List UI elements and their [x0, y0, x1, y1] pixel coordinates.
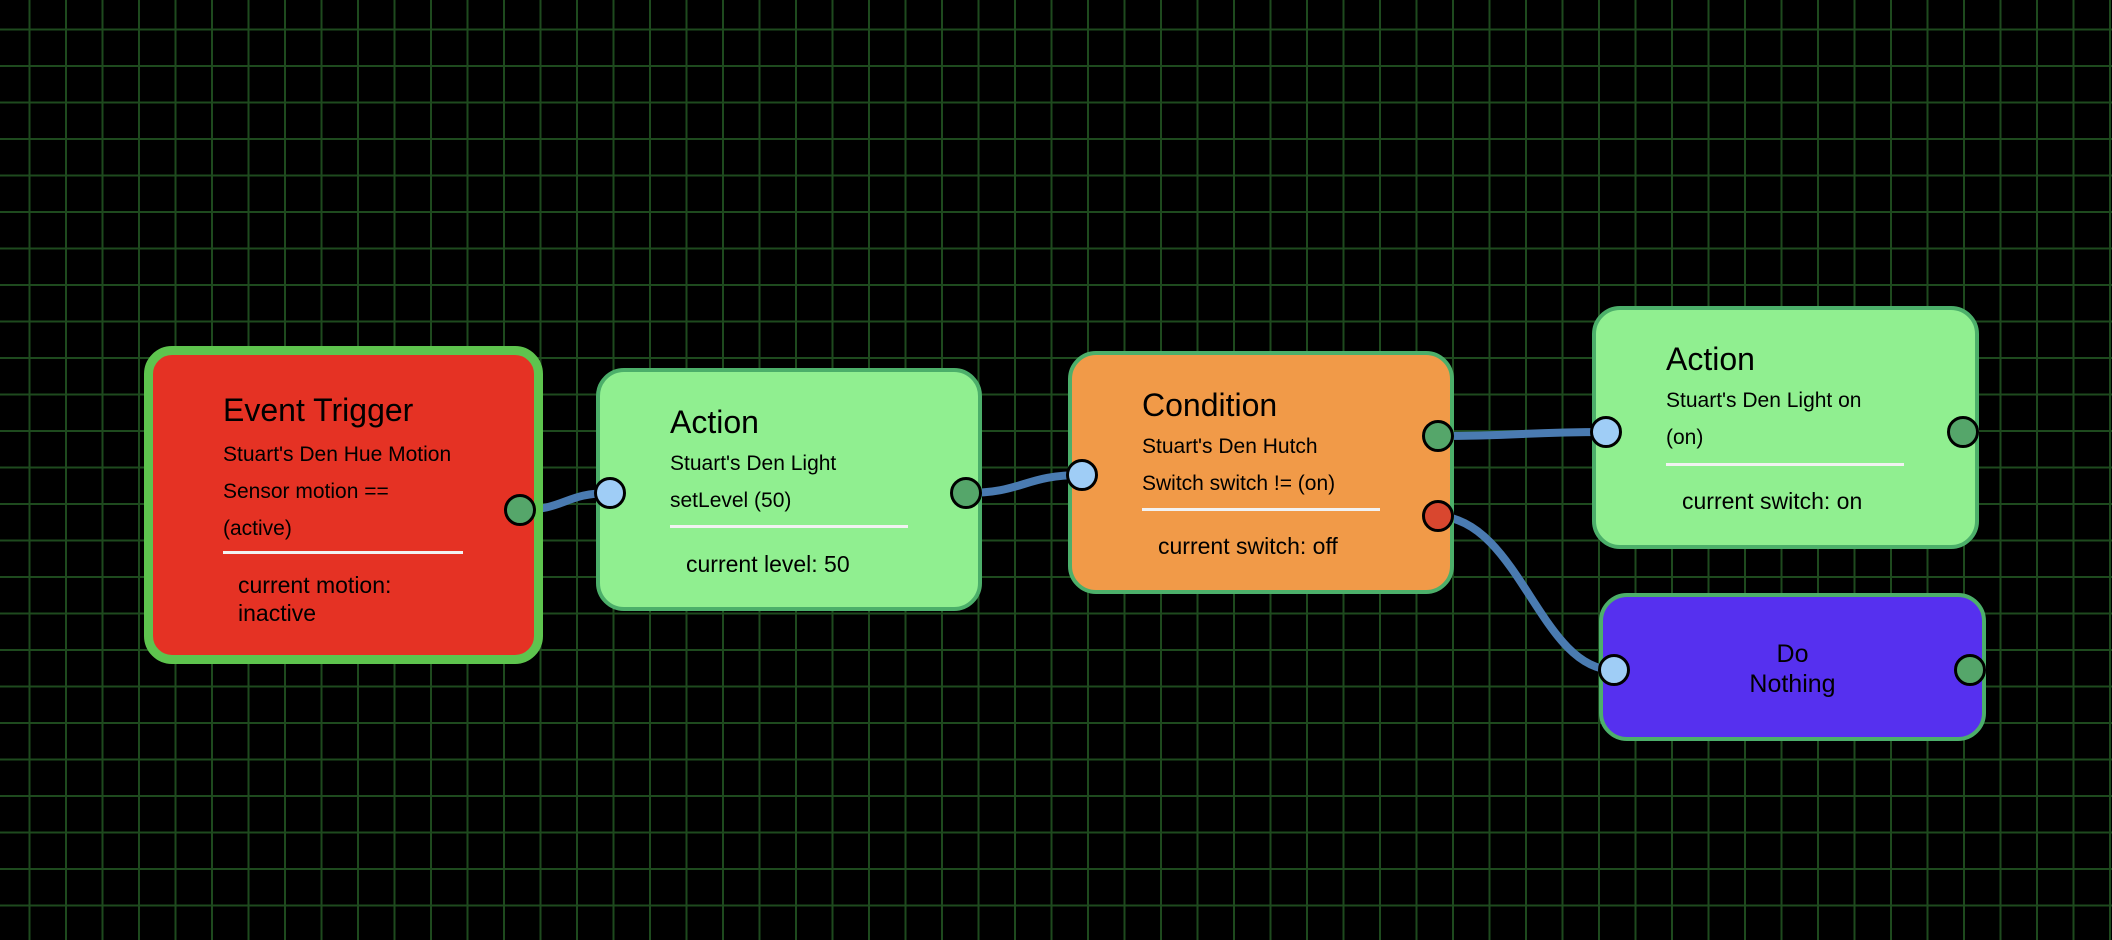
output-port-icon[interactable] [1954, 654, 1986, 686]
wire-condition-false-to-do-nothing[interactable] [1434, 512, 1618, 674]
node-current-value: current motion: inactive [238, 572, 392, 626]
event-trigger-node[interactable]: Event Trigger Stuart's Den Hue Motion Se… [144, 346, 543, 664]
input-port-icon[interactable] [1598, 654, 1630, 686]
node-description: Stuart's Den Hutch Switch switch != (on) [1142, 435, 1336, 495]
node-description: Stuart's Den Light setLevel (50) [670, 452, 837, 512]
true-output-port-icon[interactable] [1422, 420, 1454, 452]
output-port-icon[interactable] [950, 477, 982, 509]
node-current-value: current level: 50 [686, 551, 850, 577]
do-nothing-node[interactable]: Do Nothing [1599, 593, 1986, 741]
input-port-icon[interactable] [594, 477, 626, 509]
node-divider [670, 525, 908, 528]
wire-condition-true-to-action-on[interactable] [1434, 428, 1610, 440]
node-title: Action [1666, 341, 1755, 377]
node-current-value: current switch: off [1158, 533, 1338, 559]
wire-action-level-to-condition[interactable] [962, 471, 1086, 497]
action-node-switch-on[interactable]: Action Stuart's Den Light on (on) curren… [1592, 306, 1979, 549]
node-description: Stuart's Den Hue Motion Sensor motion ==… [223, 443, 452, 540]
node-label: Do Nothing [1749, 640, 1836, 698]
node-current-value: current switch: on [1682, 488, 1863, 514]
node-divider [223, 551, 463, 554]
false-output-port-icon[interactable] [1422, 500, 1454, 532]
input-port-icon[interactable] [1590, 416, 1622, 448]
input-port-icon[interactable] [1066, 459, 1098, 491]
node-divider [1666, 463, 1904, 466]
output-port-icon[interactable] [1947, 416, 1979, 448]
node-title: Action [670, 404, 759, 440]
condition-node[interactable]: Condition Stuart's Den Hutch Switch swit… [1068, 351, 1454, 594]
action-node-set-level[interactable]: Action Stuart's Den Light setLevel (50) … [596, 368, 982, 611]
node-divider [1142, 508, 1380, 511]
node-description: Stuart's Den Light on (on) [1666, 389, 1862, 449]
output-port-icon[interactable] [504, 494, 536, 526]
node-title: Condition [1142, 387, 1278, 423]
node-title: Event Trigger [223, 392, 414, 428]
